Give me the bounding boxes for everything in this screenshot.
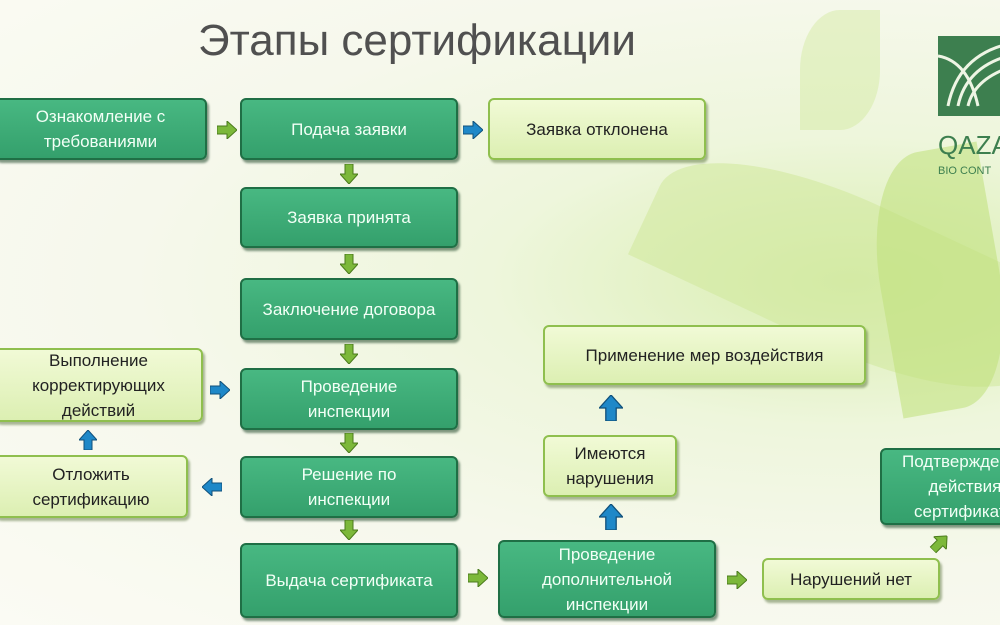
slide-title: Этапы сертификации <box>198 16 636 65</box>
background-leaf <box>800 10 880 130</box>
box-application-accepted: Заявка принята <box>240 187 458 248</box>
box-no-violations: Нарушений нет <box>762 558 940 600</box>
arrow-right-icon <box>210 381 230 399</box>
box-enforcement-measures: Применение мер воздействия <box>543 325 866 385</box>
arrow-right-icon <box>468 569 488 587</box>
arrow-up-icon <box>79 430 97 450</box>
qazaq-bio-control-logo: QAZA BIO CONT <box>938 36 1000 177</box>
arrow-right-icon <box>727 571 747 589</box>
box-inspection-decision: Решение по инспекции <box>240 456 458 518</box>
box-violations-found: Имеются нарушения <box>543 435 677 497</box>
arrow-down-icon <box>340 433 358 453</box>
box-corrective-actions: Выполнение корректирующих действий <box>0 348 203 422</box>
box-submit-application: Подача заявки <box>240 98 458 160</box>
box-contract: Заключение договора <box>240 278 458 340</box>
arrow-up-icon <box>599 395 623 421</box>
arrow-down-icon <box>340 164 358 184</box>
box-inspection: Проведение инспекции <box>240 368 458 430</box>
box-familiarization: Ознакомление с требованиями <box>0 98 207 160</box>
svg-text:BIO CONT: BIO CONT <box>938 165 991 177</box>
arrow-down-icon <box>340 344 358 364</box>
arrow-down-icon <box>340 520 358 540</box>
arrow-left-icon <box>202 478 222 496</box>
svg-text:QAZA: QAZA <box>938 130 1000 160</box>
box-confirm-certificate: Подтверждение действия сертификата <box>880 448 1000 525</box>
box-postpone: Отложить сертификацию <box>0 455 188 518</box>
arrow-up-icon <box>599 504 623 530</box>
box-application-rejected: Заявка отклонена <box>488 98 706 160</box>
box-issue-certificate: Выдача сертификата <box>240 543 458 618</box>
arrow-right-icon <box>463 121 483 139</box>
arrow-down-icon <box>340 254 358 274</box>
box-additional-inspection: Проведение дополнительной инспекции <box>498 540 716 618</box>
arrow-right-icon <box>217 121 237 139</box>
arrow-diagonal-up-right-icon <box>926 529 954 557</box>
